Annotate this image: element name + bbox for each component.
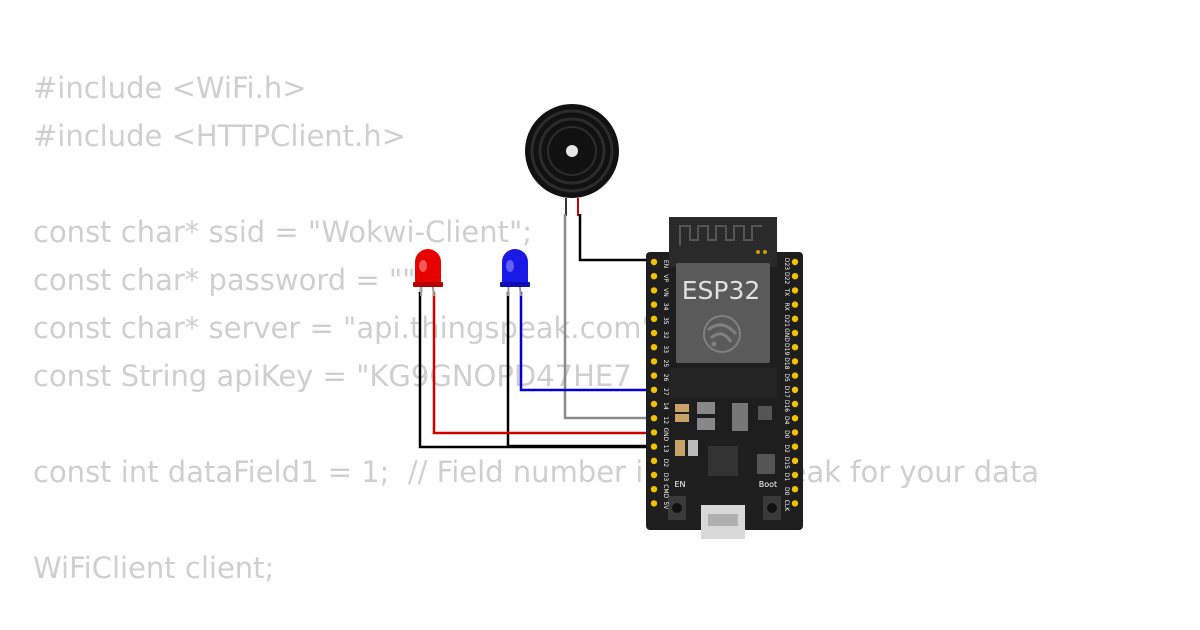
left-pin-label: CMD <box>662 484 669 498</box>
right-pin-header: D23D22TXRXD21GNDD19D18D5D17D16D4D0D2D15D… <box>783 258 799 513</box>
wire-buzzer-gray <box>563 214 654 420</box>
right-pin-label: D0 <box>783 430 790 439</box>
espressif-logo-icon <box>703 315 741 353</box>
left-pin-label: 27 <box>662 388 669 396</box>
right-pin[interactable] <box>791 372 799 379</box>
right-pin-label: D23 <box>783 258 790 270</box>
left-pin[interactable] <box>650 415 658 422</box>
right-pin-label: D21 <box>783 315 790 327</box>
buzzer[interactable] <box>525 104 619 216</box>
right-pin-label: D15 <box>783 457 790 469</box>
left-pin[interactable] <box>650 400 658 408</box>
left-pin-label: 33 <box>662 345 669 353</box>
right-pin-label: D16 <box>783 400 790 412</box>
left-pin[interactable] <box>650 329 658 337</box>
left-pin-label: 14 <box>662 402 669 410</box>
wire-red-led-anode <box>432 292 654 435</box>
right-pin-label: D2 <box>783 444 790 453</box>
right-pin[interactable] <box>791 443 799 450</box>
code-line: WiFiClient client; <box>33 551 275 585</box>
esp32-board[interactable]: ESP32 EN Boot ENVPVN343532332526271412GN… <box>646 217 803 539</box>
right-pin-label: D17 <box>783 386 790 398</box>
left-pin-label: 32 <box>662 331 669 339</box>
right-pin[interactable] <box>791 471 799 479</box>
left-pin[interactable] <box>650 301 658 308</box>
code-line: const char* password = ""; <box>33 263 426 297</box>
left-pin-label: 34 <box>662 303 669 311</box>
code-background: #include <WiFi.h> #include <HTTPClient.h>… <box>33 64 1039 592</box>
left-pin[interactable] <box>650 486 658 493</box>
right-pin-label: D0 <box>783 487 790 496</box>
left-pin[interactable] <box>650 429 658 436</box>
left-pin-label: VN <box>662 288 669 297</box>
right-pin-label: D18 <box>783 357 790 369</box>
right-pin[interactable] <box>791 457 799 464</box>
right-pin[interactable] <box>791 400 799 408</box>
right-pin-label: D22 <box>783 272 790 284</box>
wire-blue-led-cathode <box>506 292 654 448</box>
right-pin[interactable] <box>791 500 799 507</box>
right-pin-label: D19 <box>783 343 790 355</box>
boot-button-label: Boot <box>759 480 777 489</box>
left-pin[interactable] <box>650 372 658 379</box>
right-pin[interactable] <box>791 273 799 280</box>
right-pin[interactable] <box>791 329 799 337</box>
left-pin[interactable] <box>650 500 658 507</box>
en-button-label: EN <box>674 480 685 489</box>
left-pin[interactable] <box>650 358 658 365</box>
left-pin-label: VP <box>662 274 669 282</box>
left-pin[interactable] <box>650 315 658 322</box>
right-pin[interactable] <box>791 301 799 308</box>
right-pin[interactable] <box>791 315 799 322</box>
left-pin[interactable] <box>650 273 658 280</box>
left-pin[interactable] <box>650 287 658 294</box>
right-pin[interactable] <box>791 429 799 436</box>
right-pin-label: GND <box>783 328 790 342</box>
left-pin-label: 25 <box>662 360 669 368</box>
left-pin-label: 12 <box>662 416 669 424</box>
chip-label: ESP32 <box>682 276 761 305</box>
right-pin[interactable] <box>791 486 799 493</box>
red-led[interactable] <box>413 249 443 297</box>
blue-led[interactable] <box>500 249 530 297</box>
right-pin[interactable] <box>791 287 799 294</box>
code-line: const char* server = "api.thingspeak.com… <box>33 311 665 345</box>
right-pin-label: TX <box>783 288 790 297</box>
code-line: const String apiKey = "KG9GNOPD47HE7 <box>33 359 632 393</box>
right-pin-label: D1 <box>783 473 790 482</box>
left-pin-label: GND <box>662 428 669 442</box>
code-line: #include <HTTPClient.h> <box>33 119 406 153</box>
right-pin-label: D5 <box>783 373 790 382</box>
right-pin[interactable] <box>791 344 799 351</box>
right-pin[interactable] <box>791 258 799 266</box>
left-pin-label: EN <box>662 260 669 268</box>
left-pin[interactable] <box>650 344 658 351</box>
left-pin-label: D2 <box>662 459 669 468</box>
wire-blue-led-anode <box>519 292 654 392</box>
wire-red-led-cathode <box>418 292 654 449</box>
left-pin-label: 26 <box>662 374 669 382</box>
left-pin[interactable] <box>650 386 658 393</box>
left-pin[interactable] <box>650 471 658 479</box>
wire-buzzer-black <box>578 214 654 262</box>
left-pin[interactable] <box>650 443 658 450</box>
right-pin[interactable] <box>791 358 799 365</box>
wires <box>418 214 654 449</box>
right-pin-label: D4 <box>783 416 790 425</box>
right-pin[interactable] <box>791 415 799 422</box>
right-pin-label: CLK <box>783 500 790 513</box>
left-pin-label: 5V <box>662 501 669 510</box>
left-pin-label: D3 <box>662 473 669 482</box>
left-pin-label: 13 <box>662 445 669 453</box>
right-pin-label: RX <box>783 302 790 310</box>
right-pin[interactable] <box>791 386 799 393</box>
left-pin[interactable] <box>650 457 658 464</box>
code-line: #include <WiFi.h> <box>33 71 307 105</box>
left-pin-label: 35 <box>662 317 669 325</box>
left-pin[interactable] <box>650 258 658 266</box>
code-line: const char* ssid = "Wokwi-Client"; <box>33 215 533 249</box>
